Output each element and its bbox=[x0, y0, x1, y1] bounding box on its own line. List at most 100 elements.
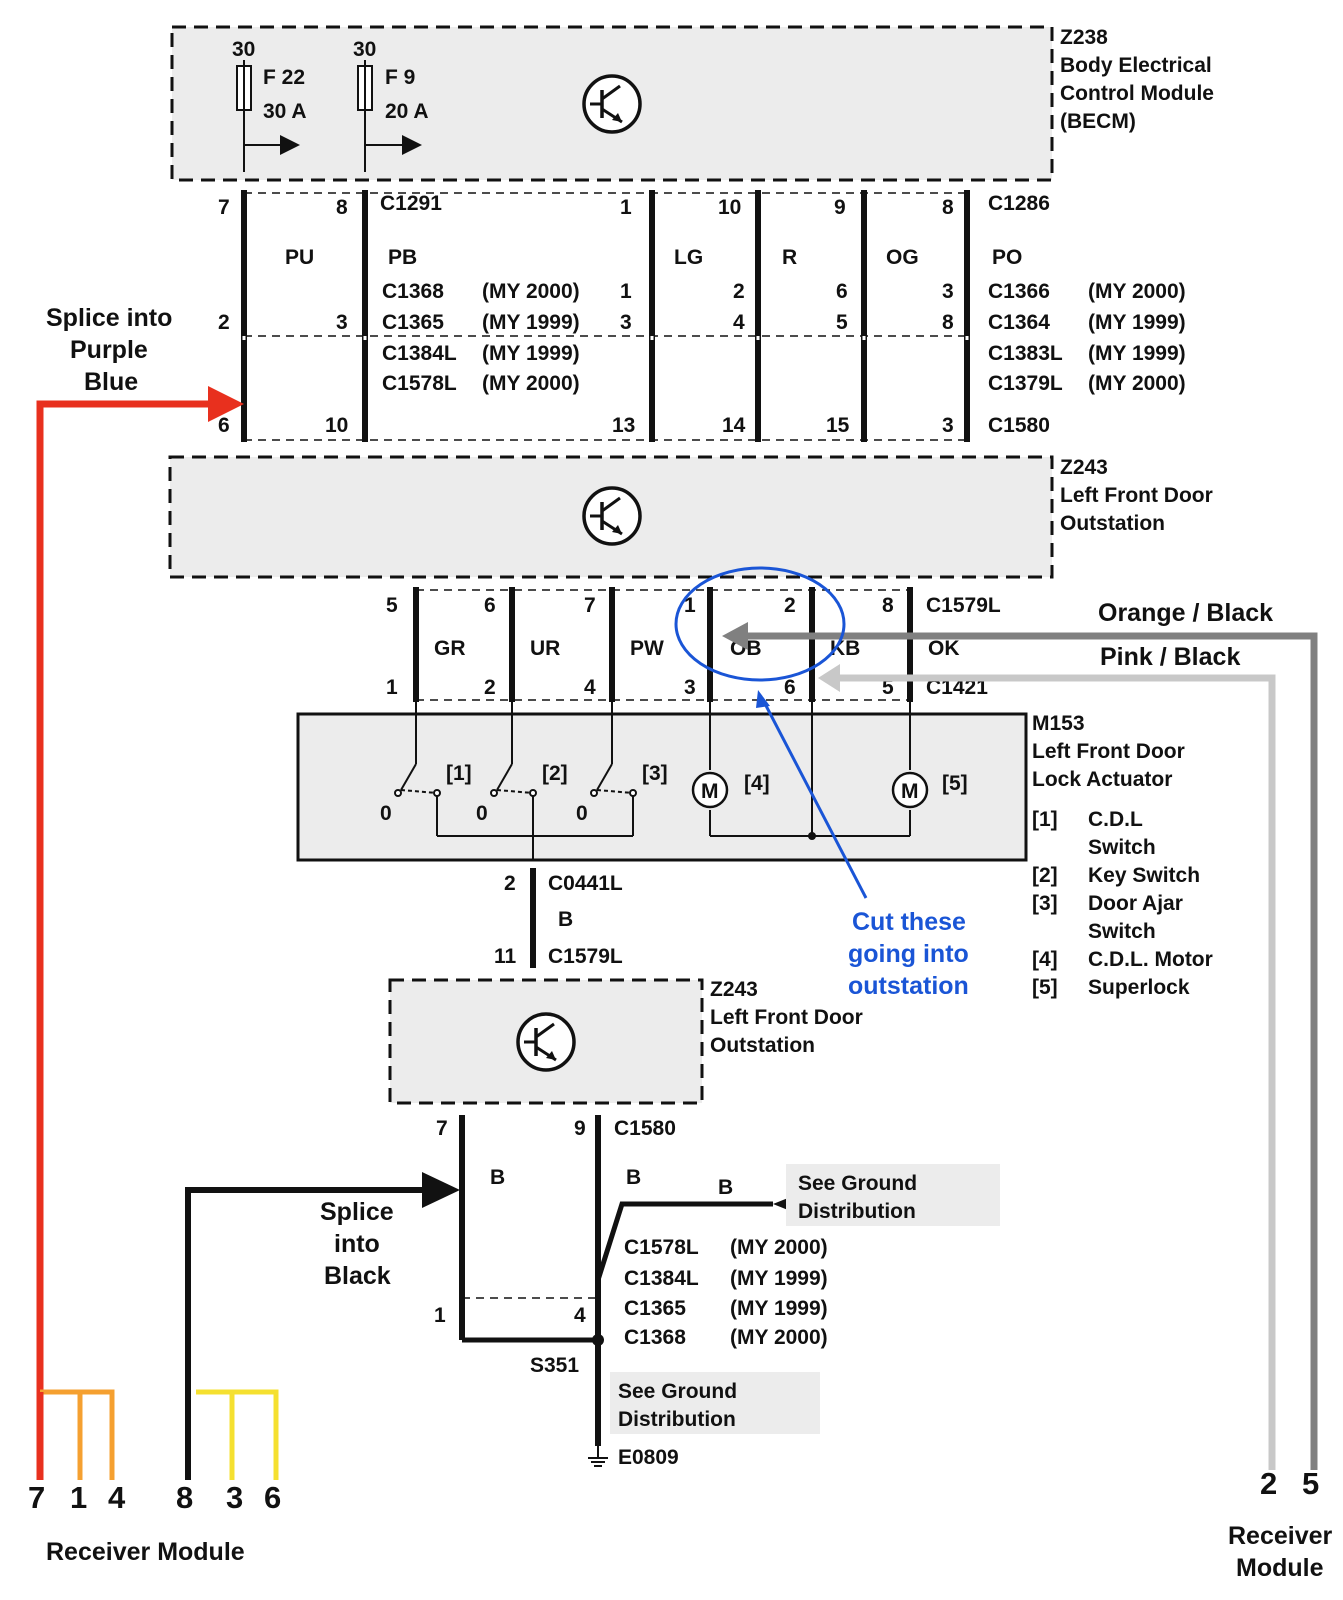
svg-text:5: 5 bbox=[1302, 1466, 1319, 1501]
svg-text:B: B bbox=[626, 1166, 641, 1189]
outstation-lower: Z243 Left Front Door Outstation bbox=[388, 978, 863, 1105]
svg-text:Outstation: Outstation bbox=[710, 1034, 815, 1057]
svg-text:Left Front Door: Left Front Door bbox=[1060, 484, 1213, 507]
svg-text:Left Front Door: Left Front Door bbox=[1032, 740, 1185, 763]
svg-text:(MY 1999): (MY 1999) bbox=[482, 311, 580, 334]
svg-text:8: 8 bbox=[176, 1480, 193, 1515]
svg-text:Distribution: Distribution bbox=[618, 1408, 736, 1431]
svg-text:C.D.L: C.D.L bbox=[1088, 808, 1143, 831]
svg-text:Door Ajar: Door Ajar bbox=[1088, 892, 1183, 915]
svg-text:See Ground: See Ground bbox=[798, 1172, 917, 1195]
connector-c1291: C1291 bbox=[380, 192, 442, 215]
orange-black-label: Orange / Black bbox=[1098, 599, 1273, 627]
cdl-switch-icon bbox=[394, 718, 441, 836]
svg-text:6: 6 bbox=[784, 676, 796, 699]
wire-b: B bbox=[558, 908, 573, 931]
svg-text:2: 2 bbox=[784, 594, 796, 617]
svg-text:Lock Actuator: Lock Actuator bbox=[1032, 768, 1172, 791]
wire-pb: PB bbox=[388, 246, 417, 269]
ground-e0809: E0809 bbox=[618, 1446, 679, 1469]
receiver-module-left: 7 1 4 8 3 6 Receiver Module bbox=[28, 1480, 281, 1566]
svg-text:C1368: C1368 bbox=[624, 1326, 686, 1349]
svg-text:C1383L: C1383L bbox=[988, 342, 1063, 365]
key-switch-icon bbox=[490, 718, 537, 856]
svg-text:7: 7 bbox=[218, 196, 230, 219]
receiver-module-left-label: Receiver Module bbox=[46, 1538, 245, 1566]
svg-text:C1578L: C1578L bbox=[624, 1236, 699, 1259]
svg-text:7: 7 bbox=[584, 594, 596, 617]
connector-c1579l-b: C1579L bbox=[548, 945, 623, 968]
wire-og: OG bbox=[886, 246, 919, 269]
upper-pin-labels: 7 8 1 10 9 8 PU PB LG R OG PO 1 2 6 3 2 … bbox=[218, 196, 1022, 437]
svg-text:6: 6 bbox=[264, 1480, 281, 1515]
svg-text:B: B bbox=[718, 1176, 733, 1199]
svg-text:1: 1 bbox=[434, 1304, 446, 1327]
ground-section: 7 9 C1580 B B B See Ground Distribution … bbox=[434, 1115, 1000, 1469]
svg-text:6: 6 bbox=[218, 414, 230, 437]
connector-c1580: C1580 bbox=[988, 414, 1050, 437]
svg-text:C1364: C1364 bbox=[988, 311, 1050, 334]
splice-purple-label-1: Splice into bbox=[46, 304, 172, 332]
receiver-module-right: 2 5 Receiver Module bbox=[1228, 1466, 1333, 1582]
svg-text:C1365: C1365 bbox=[382, 311, 444, 334]
fuse-f22: 30 F 22 30 A bbox=[232, 38, 307, 172]
fuse2-name: F 9 bbox=[385, 66, 415, 89]
transistor-icon bbox=[582, 486, 642, 546]
cut-label-1: Cut these bbox=[852, 908, 966, 936]
svg-text:0: 0 bbox=[380, 802, 392, 825]
svg-text:3: 3 bbox=[226, 1480, 243, 1515]
svg-text:(MY 2000): (MY 2000) bbox=[1088, 280, 1186, 303]
svg-text:9: 9 bbox=[574, 1117, 586, 1140]
door-ajar-switch-icon bbox=[590, 718, 637, 836]
svg-text:(MY 1999): (MY 1999) bbox=[1088, 311, 1186, 334]
svg-text:15: 15 bbox=[826, 414, 850, 437]
svg-text:14: 14 bbox=[722, 414, 746, 437]
svg-text:M: M bbox=[701, 780, 719, 803]
svg-text:2: 2 bbox=[1260, 1466, 1277, 1501]
svg-text:Key Switch: Key Switch bbox=[1088, 864, 1200, 887]
svg-text:Module: Module bbox=[1236, 1554, 1324, 1582]
connector-c0441l: C0441L bbox=[548, 872, 623, 895]
svg-text:C1365: C1365 bbox=[624, 1297, 686, 1320]
svg-text:1: 1 bbox=[620, 196, 632, 219]
svg-text:5: 5 bbox=[386, 594, 398, 617]
svg-text:[1]: [1] bbox=[446, 762, 472, 785]
svg-text:Distribution: Distribution bbox=[798, 1200, 916, 1223]
svg-text:3: 3 bbox=[336, 311, 348, 334]
fuse1-rating: 30 A bbox=[263, 100, 307, 123]
svg-text:[2]: [2] bbox=[1032, 864, 1058, 887]
svg-text:6: 6 bbox=[484, 594, 496, 617]
svg-text:0: 0 bbox=[576, 802, 588, 825]
svg-text:(MY 1999): (MY 1999) bbox=[482, 342, 580, 365]
svg-text:[3]: [3] bbox=[642, 762, 668, 785]
becm-id: Z238 bbox=[1060, 26, 1108, 49]
svg-text:going into: going into bbox=[848, 940, 969, 968]
receiver-module-right-label: Receiver bbox=[1228, 1522, 1333, 1550]
becm-module: 30 F 22 30 A 30 F 9 20 A Z238 Body Elect… bbox=[170, 25, 1214, 182]
connector-c1579l: C1579L bbox=[926, 594, 1001, 617]
svg-text:4: 4 bbox=[584, 676, 596, 699]
cdl-motor-icon: M bbox=[691, 771, 729, 809]
outstation-upper-id: Z243 bbox=[1060, 456, 1108, 479]
svg-text:9: 9 bbox=[834, 196, 846, 219]
connector-c1286: C1286 bbox=[988, 192, 1050, 215]
svg-text:Left Front Door: Left Front Door bbox=[710, 1006, 863, 1029]
svg-text:[4]: [4] bbox=[1032, 948, 1058, 971]
svg-text:8: 8 bbox=[882, 594, 894, 617]
splice-s351: S351 bbox=[530, 1354, 579, 1377]
svg-text:3: 3 bbox=[684, 676, 696, 699]
svg-text:outstation: outstation bbox=[848, 972, 969, 1000]
receiver-gray-wires: Orange / Black Pink / Black bbox=[722, 557, 1318, 1470]
connector-c1421: C1421 bbox=[926, 676, 988, 699]
becm-line3: (BECM) bbox=[1060, 110, 1136, 133]
connector-c1580-b: C1580 bbox=[614, 1117, 676, 1140]
wire-gr: GR bbox=[434, 637, 466, 660]
fuse2-supply: 30 bbox=[353, 38, 376, 61]
svg-text:Superlock: Superlock bbox=[1088, 976, 1190, 999]
upper-connector-labels: C1291 C1286 C1368 (MY 2000) C1365 (MY 19… bbox=[380, 192, 1186, 437]
svg-text:Black: Black bbox=[324, 1262, 391, 1290]
svg-text:(MY 2000): (MY 2000) bbox=[730, 1236, 828, 1259]
svg-text:(MY 2000): (MY 2000) bbox=[482, 280, 580, 303]
svg-text:7: 7 bbox=[28, 1480, 45, 1515]
